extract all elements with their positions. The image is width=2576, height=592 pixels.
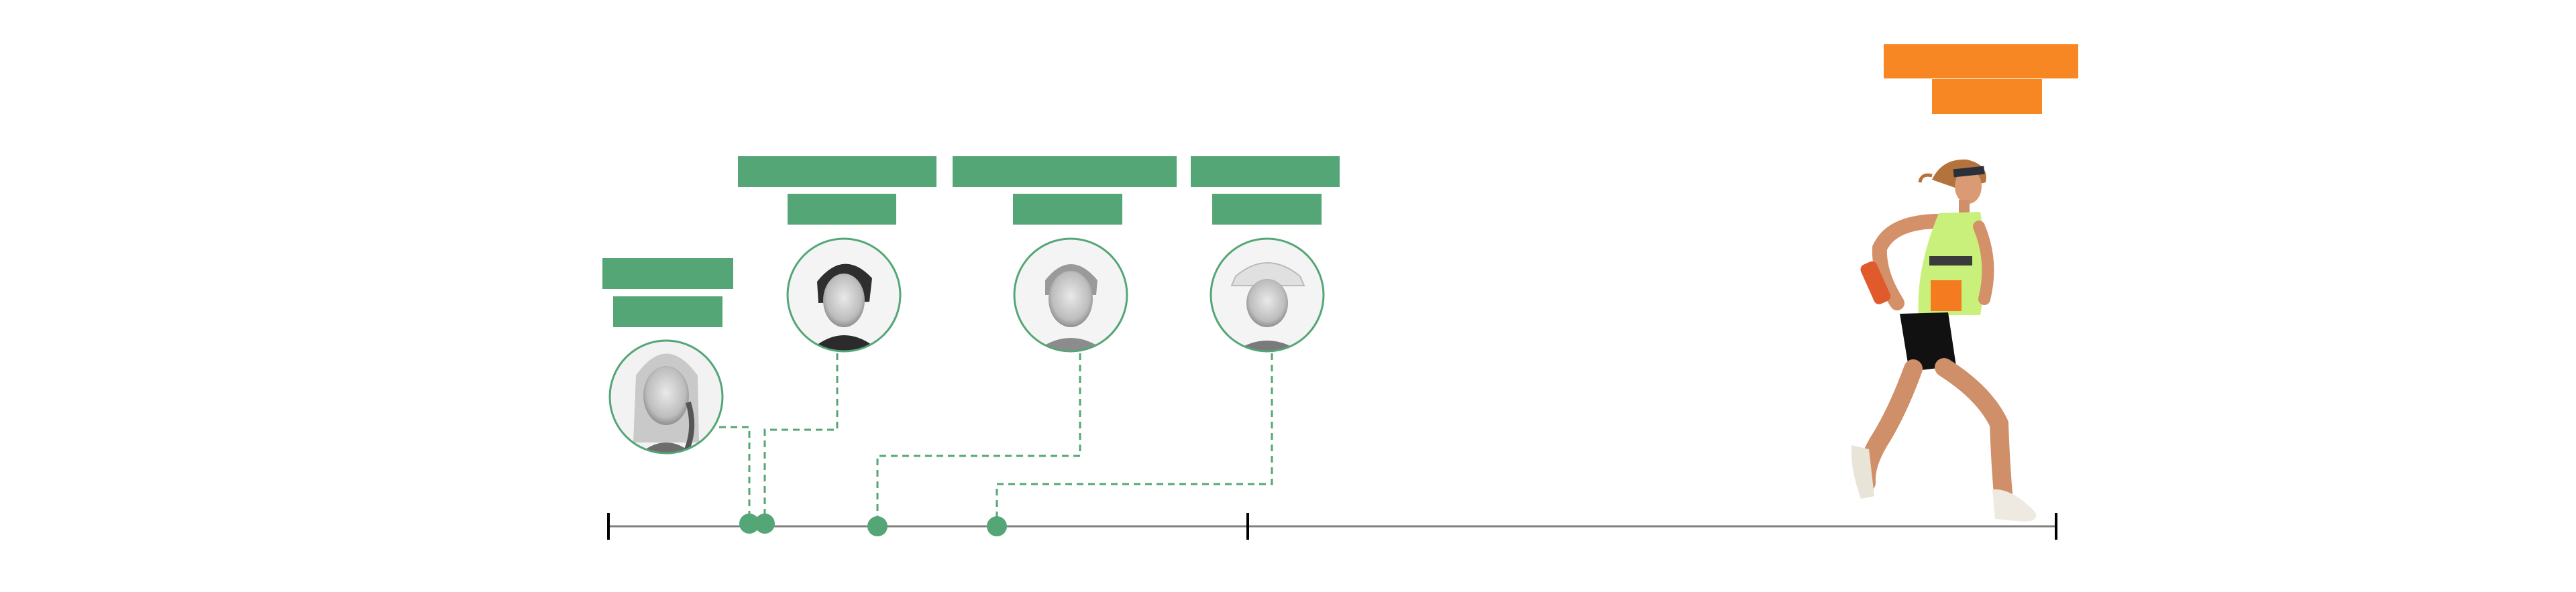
label-bar-1-bottom [613,296,722,327]
event-marker-2[interactable] [755,514,775,534]
event-marker-1[interactable] [739,514,759,534]
connector-line-1 [719,426,751,523]
label-bar-4-bottom [1212,194,1322,225]
portrait-4[interactable] [1210,237,1325,355]
connector-line-3 [876,353,1081,523]
featured-label-bar-bottom [1932,79,2042,114]
label-bar-3-bottom [1013,194,1122,225]
featured-runner-photo [1851,159,2037,522]
label-bar-2-top [738,156,936,187]
label-bar-1-top [602,258,733,289]
portrait-1[interactable] [608,339,724,463]
connector-line-2 [763,353,839,523]
portrait-3[interactable] [1013,237,1128,355]
label-bar-4-top [1191,156,1340,187]
event-marker-3[interactable] [867,516,888,536]
label-bar-3-top [953,156,1177,187]
connector-line-4 [996,353,1273,523]
event-marker-4[interactable] [987,516,1007,536]
portrait-2[interactable] [786,237,902,355]
label-bar-2-bottom [788,194,896,225]
featured-label-bar-top [1884,44,2078,78]
